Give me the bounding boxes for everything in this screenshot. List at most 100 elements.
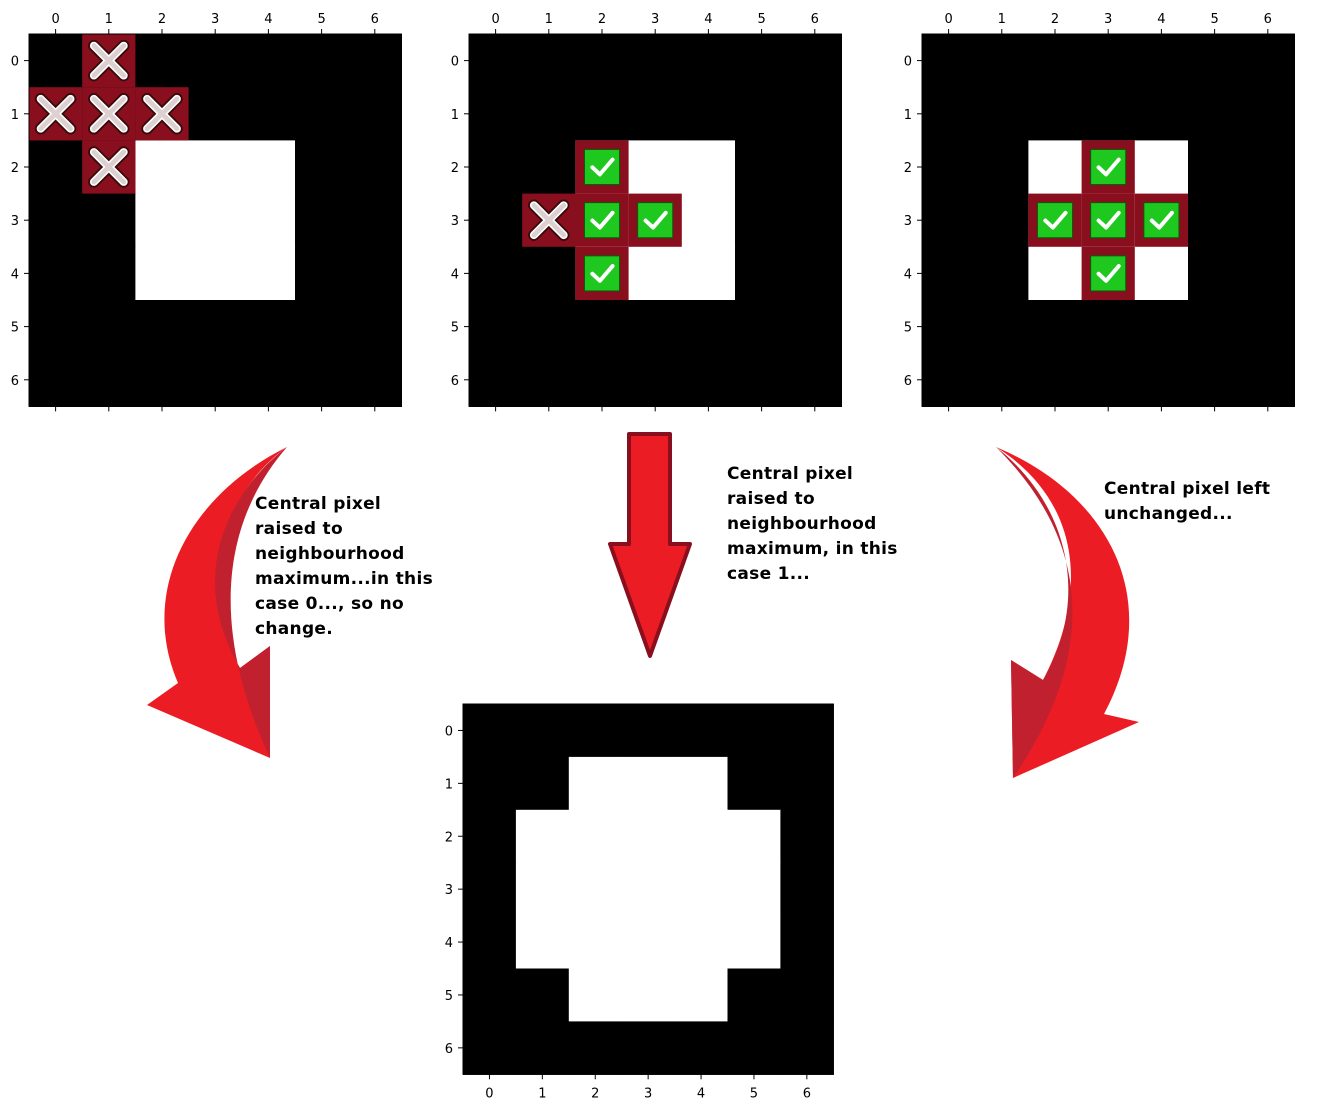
pixel-cell <box>188 300 243 354</box>
y-tick-label: 5 <box>904 321 912 336</box>
pixel-cell <box>295 87 349 141</box>
pixel-cell <box>515 915 570 970</box>
pixel-cell <box>975 300 1029 354</box>
pixel-cell <box>348 246 402 301</box>
pixel-cell <box>727 1021 781 1075</box>
pixel-cell <box>241 353 296 407</box>
x-tick-label: 3 <box>651 12 659 27</box>
y-tick-label: 5 <box>445 989 453 1004</box>
pixel-cell <box>1188 140 1242 195</box>
pixel-cell <box>975 193 1029 248</box>
pixel-cell <box>348 300 402 354</box>
pixel-cell <box>188 140 243 195</box>
x-tick-label: 3 <box>1104 12 1112 27</box>
x-tick-label: 2 <box>1051 12 1059 27</box>
pixel-cell <box>515 809 570 864</box>
pixel-cell <box>922 140 976 195</box>
pixel-cell <box>29 34 83 88</box>
pixel-cell <box>241 34 296 88</box>
cross-icon <box>91 43 127 78</box>
caption-left-line: neighbourhood <box>255 544 405 564</box>
pixel-cell <box>788 353 842 407</box>
pixel-cell <box>241 87 296 141</box>
pixel-cell <box>780 915 834 970</box>
y-tick-label: 3 <box>11 214 19 229</box>
pixel-cell <box>135 193 190 248</box>
pixel-cell <box>463 968 517 1022</box>
pixel-cell <box>1188 246 1242 301</box>
pixel-cell <box>469 353 523 407</box>
pixel-cell <box>1134 246 1189 301</box>
pixel-cell <box>188 193 243 248</box>
check-icon-box <box>583 202 621 239</box>
pixel-cell <box>1134 140 1189 195</box>
x-tick-label: 4 <box>1157 12 1165 27</box>
x-tick-label: 6 <box>803 1086 811 1101</box>
y-tick-label: 5 <box>11 321 19 336</box>
pixel-cell <box>522 353 576 407</box>
pixel-cell <box>788 193 842 248</box>
pixel-cell <box>348 87 402 141</box>
y-tick-label: 2 <box>445 830 453 845</box>
x-tick-label: 1 <box>545 12 553 27</box>
y-tick-label: 0 <box>445 724 453 739</box>
pixel-cell <box>463 756 517 811</box>
pixel-cell <box>674 1021 729 1075</box>
pixel-cell <box>788 300 842 354</box>
pixel-cell <box>735 193 789 248</box>
pixel-cell <box>975 353 1029 407</box>
y-tick-label: 2 <box>451 161 459 176</box>
y-tick-label: 1 <box>445 777 453 792</box>
pixel-cell <box>621 704 676 758</box>
x-tick-label: 0 <box>491 12 499 27</box>
y-tick-label: 6 <box>445 1042 453 1057</box>
down-arrow-middle-body <box>608 432 692 658</box>
x-tick-label: 5 <box>757 12 765 27</box>
pixel-cell <box>469 300 523 354</box>
y-tick-label: 6 <box>11 374 19 389</box>
pixel-cell <box>681 246 736 301</box>
pixel-cell <box>1028 353 1083 407</box>
pixel-cell <box>515 862 570 917</box>
y-tick-label: 4 <box>451 267 459 282</box>
y-tick-label: 2 <box>11 161 19 176</box>
pixel-cell <box>674 704 729 758</box>
x-tick-label: 1 <box>538 1086 546 1101</box>
pixel-cell <box>469 140 523 195</box>
pixel-cell <box>621 968 676 1022</box>
pixel-cell <box>922 246 976 301</box>
x-tick-label: 4 <box>697 1086 705 1101</box>
pixel-cell <box>727 704 781 758</box>
caption-middle-line: Central pixel <box>727 464 854 484</box>
pixel-cell <box>29 300 83 354</box>
caption-left: Central pixel raised to neighbourhood ma… <box>255 492 433 642</box>
pixel-cell <box>188 34 243 88</box>
pixel-cell <box>29 246 83 301</box>
y-tick-label: 2 <box>904 161 912 176</box>
caption-left-line: raised to <box>255 519 343 539</box>
pixel-cell <box>628 300 683 354</box>
pixel-cell <box>735 34 789 88</box>
x-tick-label: 1 <box>105 12 113 27</box>
check-icon <box>1096 264 1121 283</box>
check-icon-box <box>1090 148 1127 186</box>
curved-arrow-right-shadow <box>996 447 1073 778</box>
pixel-cell <box>1081 353 1136 407</box>
y-tick-label: 6 <box>451 374 459 389</box>
pixel-cell <box>241 140 296 195</box>
pixel-cell <box>575 87 630 141</box>
caption-middle: Central pixel raised to neighbourhood ma… <box>727 462 898 587</box>
pixel-cell <box>575 353 630 407</box>
pixel-cell <box>674 809 729 864</box>
pixel-cell <box>82 193 136 248</box>
pixel-cell <box>975 140 1029 195</box>
y-tick-label: 4 <box>445 936 453 951</box>
pixel-cell <box>628 34 683 88</box>
pixel-cell <box>463 1021 517 1075</box>
pixel-cell <box>1241 193 1295 248</box>
pixel-cell <box>241 246 296 301</box>
pixel-cell <box>135 300 190 354</box>
pixel-cell <box>628 87 683 141</box>
pixel-cell <box>735 87 789 141</box>
